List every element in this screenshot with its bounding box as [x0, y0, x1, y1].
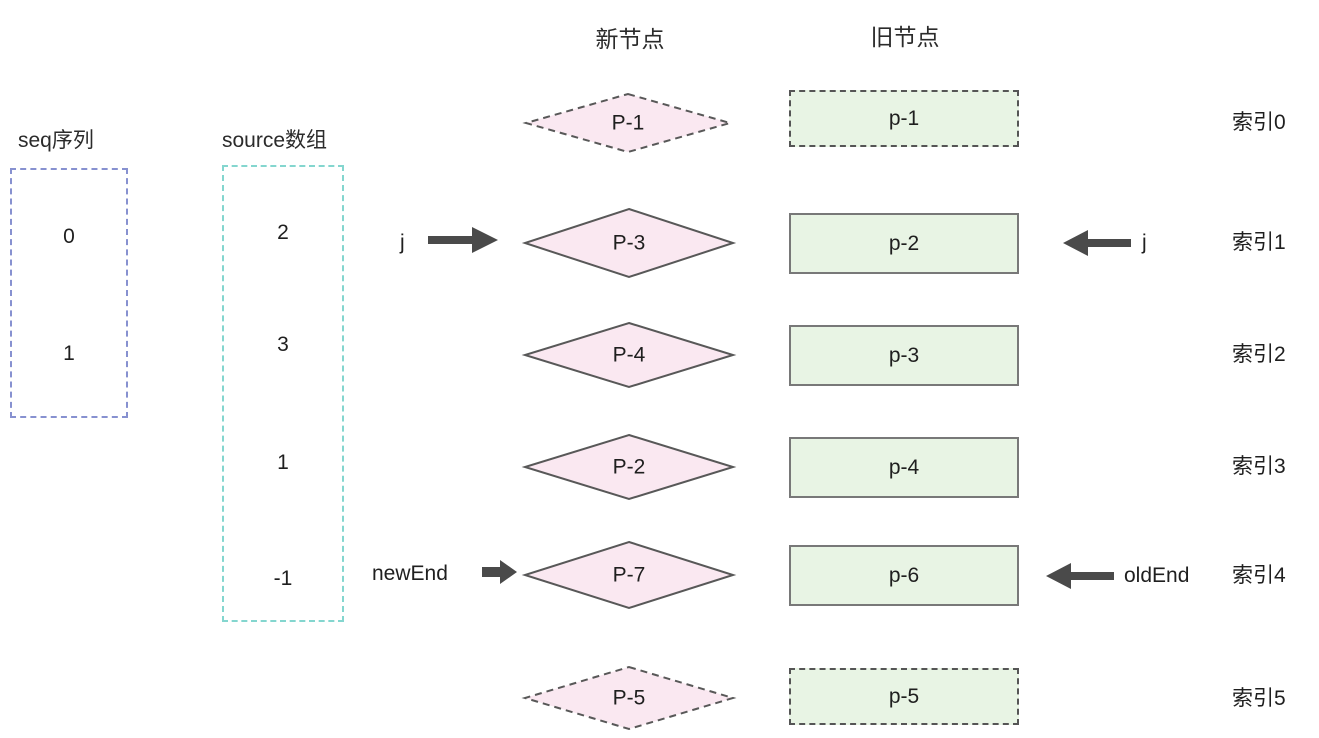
seq-array-box: 0 1 [10, 168, 128, 418]
old-node-box: p-3 [789, 325, 1019, 386]
index-label: 索引2 [1232, 343, 1286, 366]
index-label: 索引5 [1232, 687, 1286, 710]
seq-array-label: seq序列 [18, 129, 94, 152]
old-node-box: p-5 [789, 668, 1019, 725]
index-label: 索引4 [1232, 564, 1286, 587]
source-array-box: 2 3 1 -1 [222, 165, 344, 622]
old-end-arrow-left-icon [1045, 562, 1115, 590]
new-j-arrow-right-icon [428, 225, 500, 255]
source-array-cell: 3 [277, 333, 289, 356]
old-node-box: p-2 [789, 213, 1019, 274]
old-j-arrow-left-icon [1062, 229, 1132, 257]
source-array-cell: -1 [273, 567, 293, 590]
new-nodes-header: 新节点 [595, 26, 665, 52]
new-node-diamond: P-7 [521, 540, 737, 610]
new-node-diamond: P-5 [521, 665, 737, 731]
old-nodes-header: 旧节点 [870, 24, 940, 50]
source-array-label: source数组 [222, 129, 328, 152]
new-end-arrow-right-icon [482, 559, 518, 585]
old-node-box: p-6 [789, 545, 1019, 606]
new-node-diamond: P-2 [521, 433, 737, 501]
new-node-diamond: P-1 [522, 92, 734, 154]
new-j-pointer-label: j [400, 231, 405, 254]
new-node-diamond: P-4 [521, 321, 737, 389]
seq-array-cell: 0 [63, 225, 75, 248]
index-label: 索引3 [1232, 455, 1286, 478]
seq-array-cell: 1 [63, 342, 75, 365]
index-label: 索引1 [1232, 231, 1286, 254]
source-array-cell: 1 [277, 451, 289, 474]
new-node-diamond: P-3 [521, 207, 737, 279]
old-end-pointer-label: oldEnd [1124, 564, 1190, 587]
index-label: 索引0 [1232, 111, 1286, 134]
source-array-cell: 2 [277, 221, 289, 244]
old-j-pointer-label: j [1142, 231, 1147, 254]
new-end-pointer-label: newEnd [372, 562, 448, 585]
old-node-box: p-1 [789, 90, 1019, 147]
old-node-box: p-4 [789, 437, 1019, 498]
